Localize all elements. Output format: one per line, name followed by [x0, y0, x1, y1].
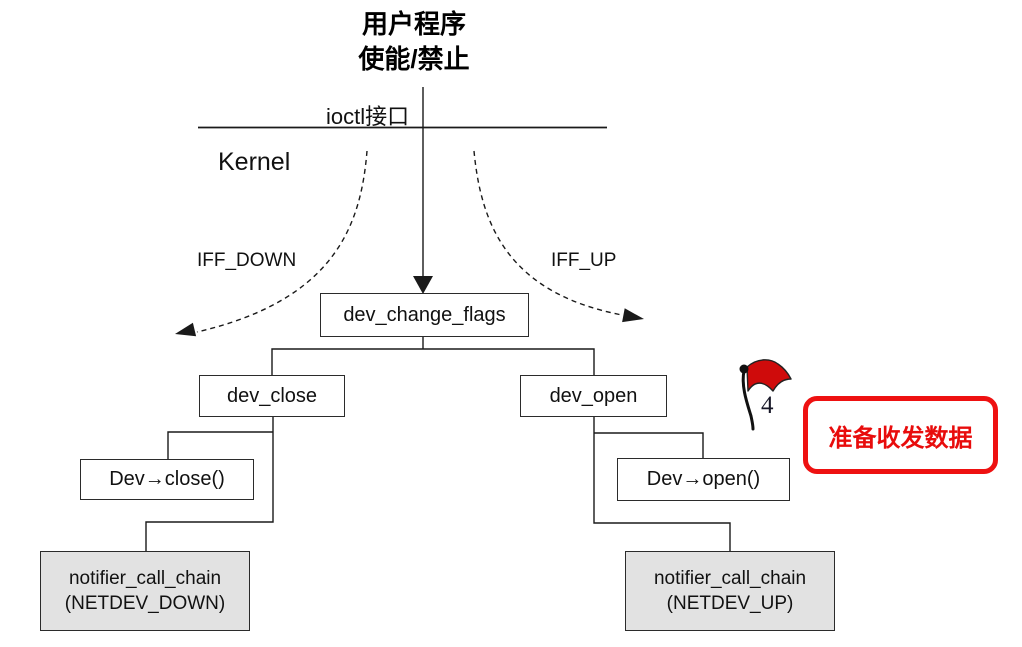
iff-up-label: IFF_UP	[551, 250, 617, 271]
notifier-down-line-1: notifier_call_chain	[68, 568, 222, 589]
node-dev-close: dev_close	[199, 375, 345, 417]
node-notifier-netdev-up: notifier_call_chain (NETDEV_UP)	[625, 551, 835, 631]
flag-step-number: 4	[761, 392, 774, 419]
main-flow-arrowhead	[413, 276, 433, 294]
iff-down-label: IFF_DOWN	[197, 250, 297, 271]
notifier-down-line-2: (NETDEV_DOWN)	[64, 593, 226, 614]
iff-up-curve	[473, 150, 623, 316]
iff-down-arrowhead	[175, 322, 197, 337]
iff-down-curve	[196, 150, 368, 333]
node-dev-open: dev_open	[520, 375, 667, 417]
annotation-box: 准备收发数据	[803, 396, 998, 474]
title-line-1: 用户程序	[361, 9, 466, 39]
node-dev-change-flags: dev_change_flags	[320, 293, 529, 337]
node-notifier-netdev-down: notifier_call_chain (NETDEV_DOWN)	[40, 551, 250, 631]
diagram-title: 用户程序 使能/禁止	[314, 7, 514, 77]
ioctl-interface-label: ioctl接口	[326, 104, 410, 129]
kernel-label: Kernel	[218, 148, 291, 176]
call-tree-connectors	[145, 337, 731, 551]
notifier-up-line-2: (NETDEV_UP)	[666, 593, 794, 614]
annotation-text: 准备收发数据	[828, 425, 973, 452]
title-line-2: 使能/禁止	[358, 44, 470, 74]
node-dev-close-fn: Dev→close()	[80, 459, 254, 500]
red-flag-icon	[739, 359, 792, 431]
node-dev-open-fn: Dev→open()	[617, 458, 790, 501]
notifier-up-line-1: notifier_call_chain	[653, 568, 807, 589]
iff-up-arrowhead	[622, 308, 644, 323]
